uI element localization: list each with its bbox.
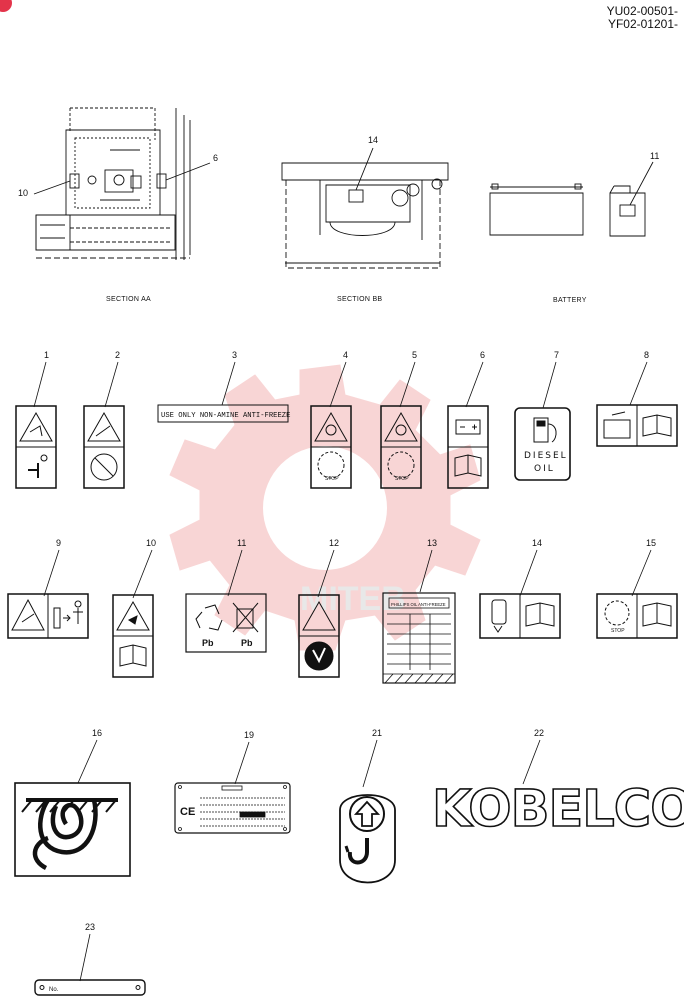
decal-1-warning xyxy=(15,405,57,489)
serial-number-2: YF02-01201- xyxy=(607,17,678,31)
plate-23 xyxy=(34,933,146,996)
section-bb-drawing xyxy=(281,147,449,269)
callout-3: 3 xyxy=(232,350,238,360)
pb-text-1: Pb xyxy=(202,638,214,648)
serial-number-1: YU02-00501- xyxy=(606,4,678,18)
callout-16: 16 xyxy=(92,728,103,738)
callout-9: 9 xyxy=(56,538,62,548)
callout-12: 12 xyxy=(329,538,340,548)
callout-13: 13 xyxy=(427,538,438,548)
ce-mark: CE xyxy=(180,806,195,818)
callout-top-10: 10 xyxy=(18,188,29,198)
decal-10-warning-manual xyxy=(112,594,154,678)
section-aa-drawing xyxy=(33,107,211,260)
stop-text-5: STOP xyxy=(395,476,409,482)
plate23-text: No. xyxy=(49,987,59,993)
callout-19: 19 xyxy=(244,730,255,740)
callout-5: 5 xyxy=(412,350,418,360)
row3-leaders xyxy=(77,739,541,788)
decal-9-warning-distance xyxy=(7,593,89,639)
callout-15: 15 xyxy=(646,538,657,548)
section-bb-caption: SECTION BB xyxy=(337,296,383,303)
battery-drawing xyxy=(489,161,654,237)
decal-14-filter-manual xyxy=(479,593,561,639)
callout-2: 2 xyxy=(115,350,121,360)
decal-15-stop-manual xyxy=(596,593,678,639)
watermark-text: MITEB xyxy=(300,580,406,618)
decal-3-antifreeze xyxy=(157,404,289,423)
decal-4-warning-stop xyxy=(310,405,352,489)
callout-11: 11 xyxy=(237,538,247,548)
decal-16-lifting-point xyxy=(14,782,131,877)
section-aa-caption: SECTION AA xyxy=(106,296,152,303)
callout-6: 6 xyxy=(480,350,486,360)
decal-13-coolant-table xyxy=(382,592,456,684)
decal-11-recycle-pb xyxy=(185,593,267,653)
callout-top-11: 11 xyxy=(650,151,660,161)
decal-12-warning-hand xyxy=(298,594,340,678)
stop-text-4: STOP xyxy=(325,476,339,482)
decal-8-engine-manual xyxy=(596,404,678,447)
oil-text: OIL xyxy=(534,464,555,474)
decal-6-battery-manual xyxy=(447,405,489,489)
callout-4: 4 xyxy=(343,350,349,360)
corner-badge xyxy=(0,0,12,12)
callout-1: 1 xyxy=(44,350,50,360)
plate13-title: PHILLIPS OIL ANTI-FREEZE xyxy=(391,602,446,607)
row2-leaders xyxy=(43,549,652,599)
battery-caption: BATTERY xyxy=(553,297,587,304)
callout-top-14: 14 xyxy=(368,135,379,145)
callout-21: 21 xyxy=(372,728,383,738)
antifreeze-text: USE ONLY NON-AMINE ANTI-FREEZE xyxy=(161,412,290,420)
callout-22: 22 xyxy=(534,728,545,738)
callout-10: 10 xyxy=(146,538,157,548)
callout-7: 7 xyxy=(554,350,560,360)
stop-text-15: STOP xyxy=(611,628,625,634)
plate-19-ce xyxy=(174,782,291,834)
callout-8: 8 xyxy=(644,350,650,360)
decal-21-lift-hook xyxy=(339,794,396,884)
decal-2-warning xyxy=(83,405,125,489)
decal-22-kobelco-logo: KOBELCO xyxy=(431,779,684,840)
decal-7-diesel xyxy=(514,407,571,481)
row1-leaders xyxy=(33,361,648,409)
diesel-text: DIESEL xyxy=(524,451,568,461)
decal-5-warning-stop xyxy=(380,405,422,489)
callout-top-6: 6 xyxy=(213,153,219,163)
callout-23: 23 xyxy=(85,922,96,932)
watermark-gear xyxy=(169,364,481,651)
callout-14: 14 xyxy=(532,538,543,548)
pb-text-2: Pb xyxy=(241,638,253,648)
